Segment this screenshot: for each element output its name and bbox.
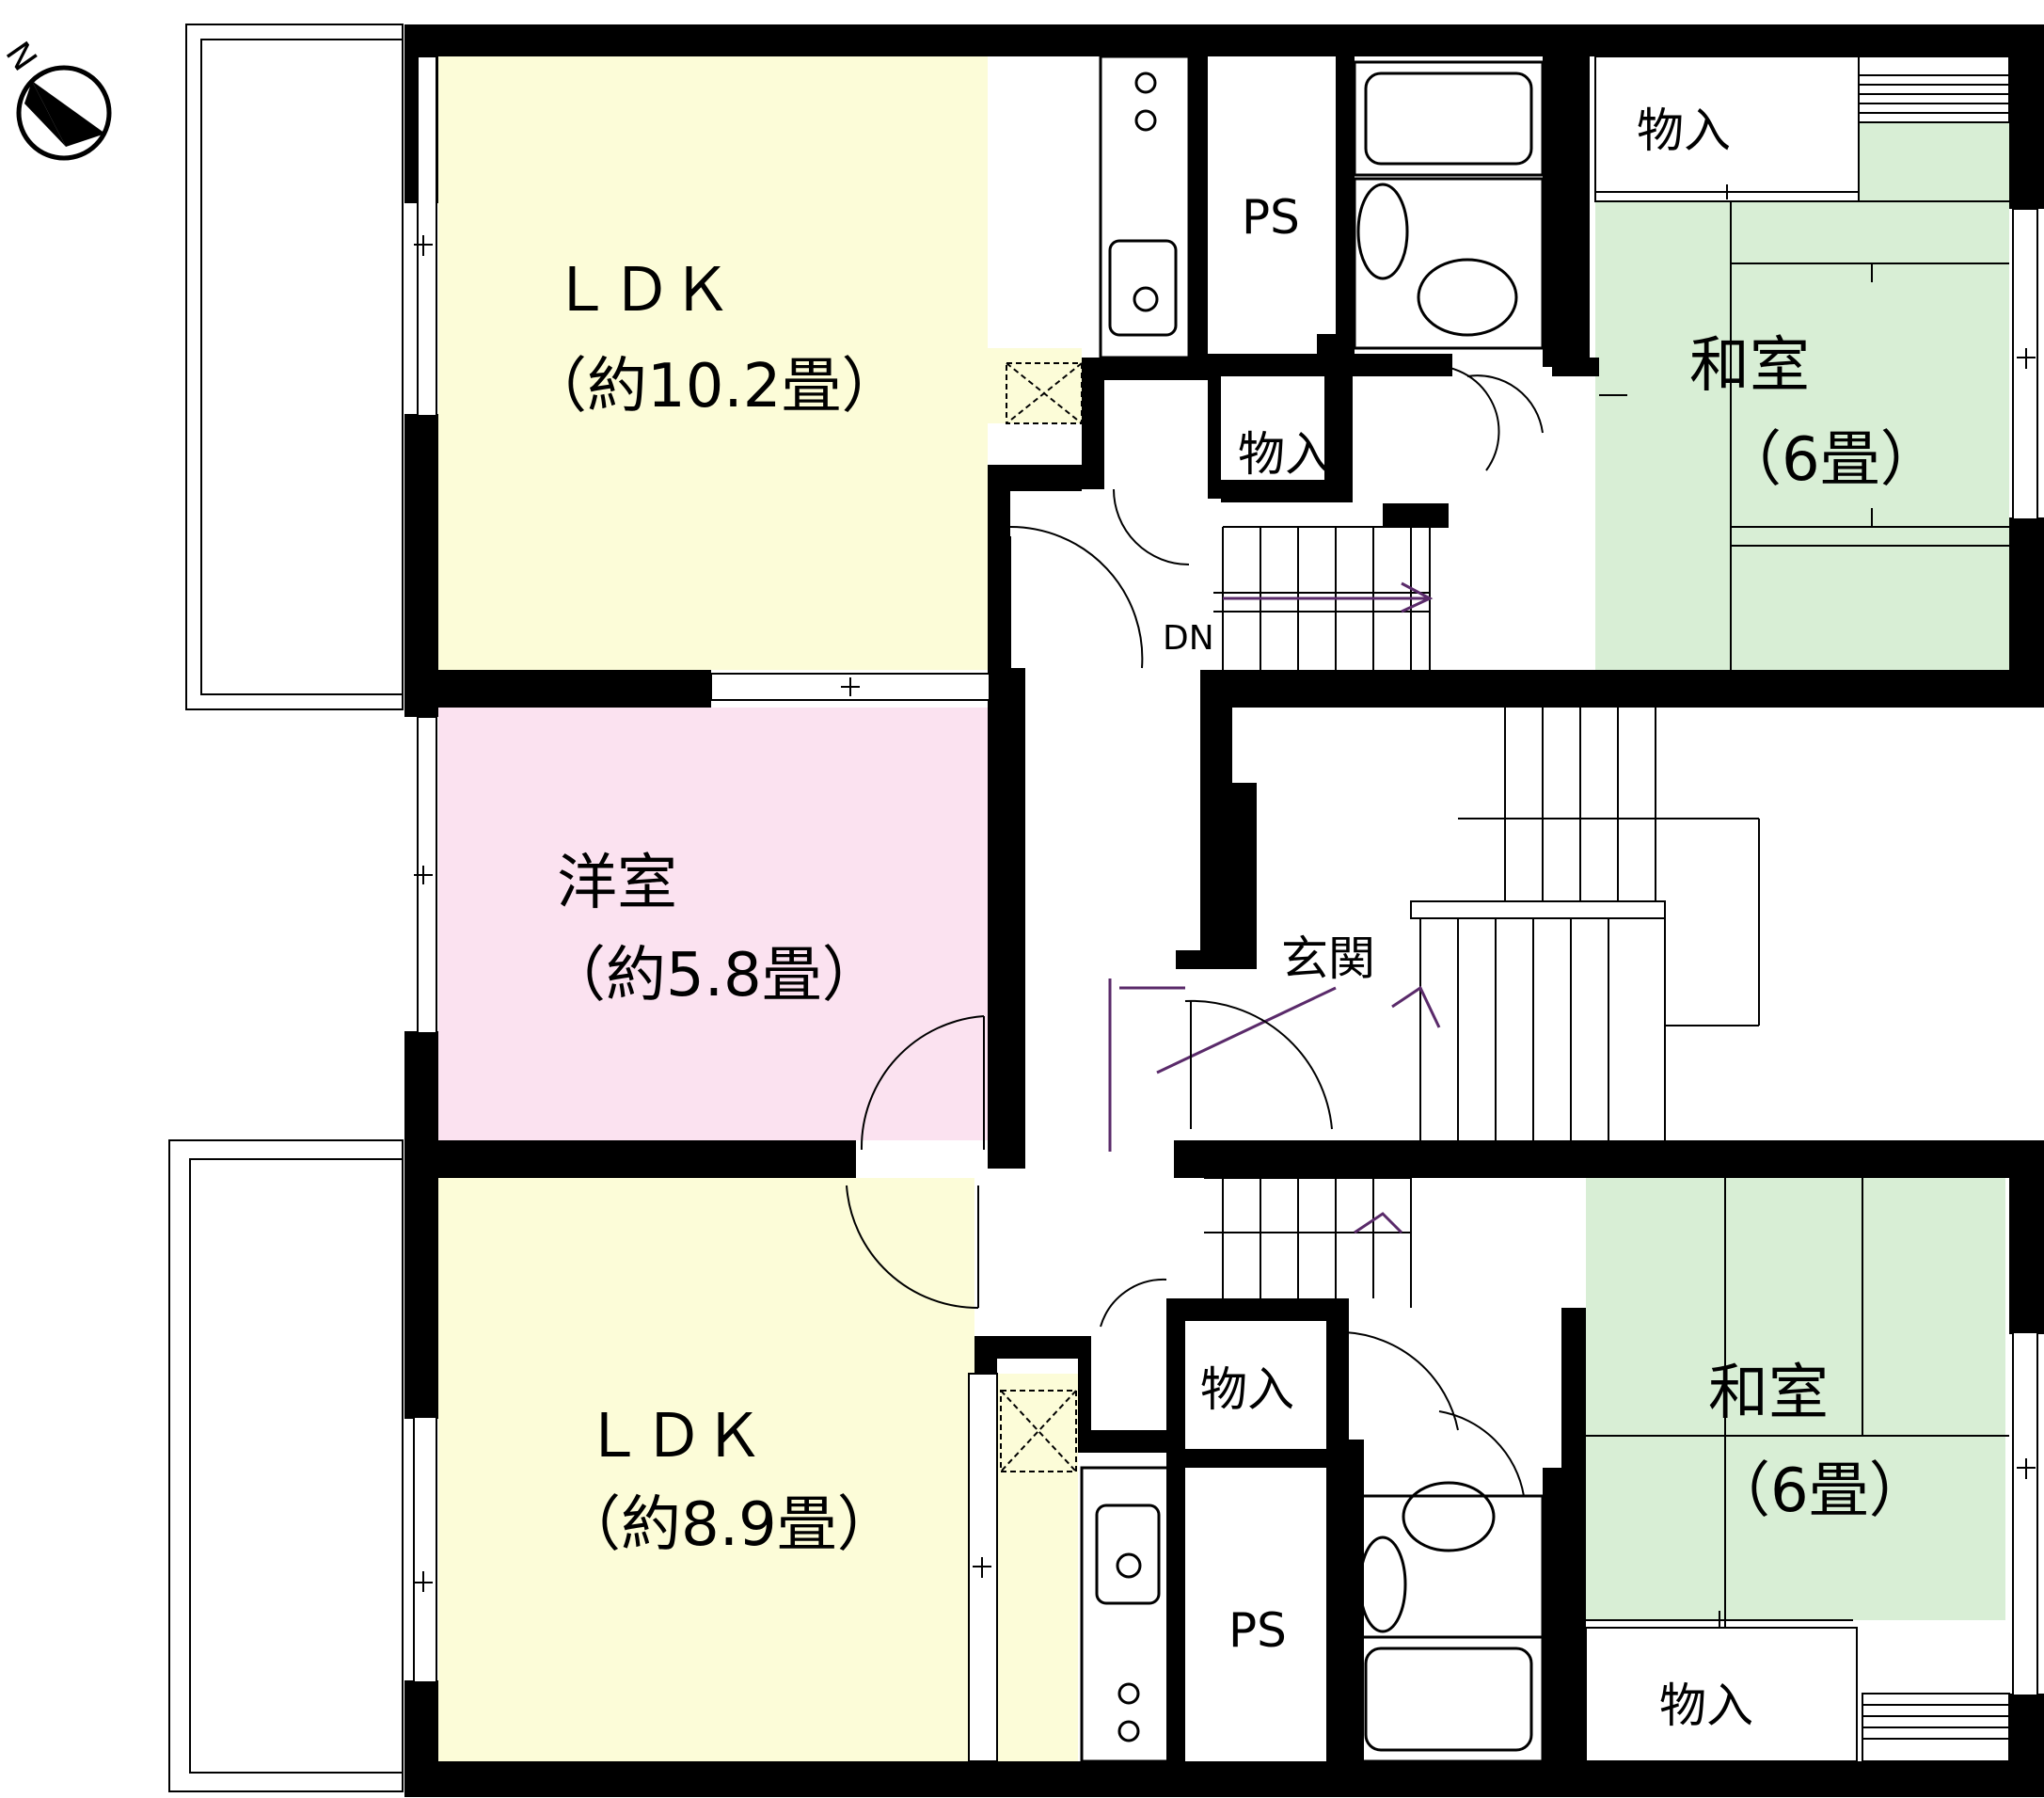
label-stairs-dn: DN [1163,619,1214,658]
label-closet-upper-mid: 物入 [1238,427,1332,482]
room-fill-ldk-lower [438,1178,974,1761]
label-closet-lower-right: 物入 [1659,1679,1753,1733]
compass-icon: N [0,36,112,161]
stairs [1204,503,1760,1308]
room-size-ldk-upper: （約10.2畳） [527,352,902,422]
room-size-washitsu-upper: （6畳） [1721,425,1941,495]
label-entrance: 玄関 [1281,931,1375,986]
label-ps-upper: PS [1242,190,1300,245]
fixtures [1080,55,1545,1763]
label-ps-lower: PS [1228,1603,1287,1658]
compass-north-label: N [0,36,44,79]
room-fill-washitsu-lower [1586,1178,2005,1620]
room-fill-yoshitsu [438,708,988,1140]
walls [404,24,2044,1797]
room-fill-ldk-upper [438,56,988,670]
room-name-ldk-upper: ＬＤＫ [551,256,732,326]
label-closet-lower-mid: 物入 [1200,1362,1294,1417]
stair-arrows [1108,581,1441,1234]
room-name-washitsu-lower: 和室 [1708,1359,1829,1428]
vent-boxes [1000,362,1083,1472]
room-name-ldk-lower: ＬＤＫ [583,1402,764,1472]
room-size-washitsu-lower: （6畳） [1710,1456,1929,1526]
room-name-washitsu-upper: 和室 [1689,331,1810,401]
label-closet-upper-right: 物入 [1637,103,1731,158]
balcony-lower [168,1139,404,1792]
doors [846,364,1544,1497]
tatami-upper [1594,56,2010,670]
balcony-upper [185,24,404,710]
room-size-ldk-lower: （約8.9畳） [561,1490,897,1560]
room-size-yoshitsu: （約5.8畳） [546,941,882,1010]
room-name-yoshitsu: 洋室 [557,849,677,918]
tatami-lower [1585,1178,2010,1762]
room-fill-washitsu-upper [1595,122,2009,670]
